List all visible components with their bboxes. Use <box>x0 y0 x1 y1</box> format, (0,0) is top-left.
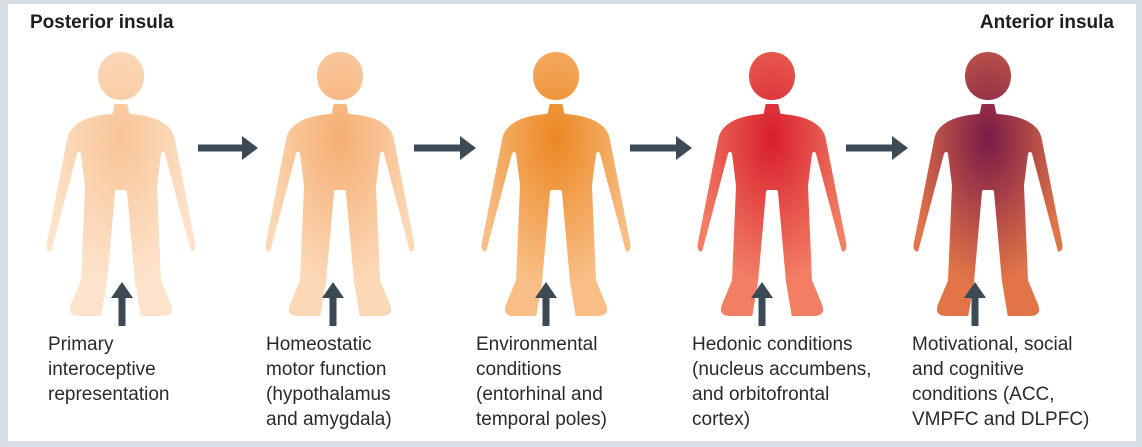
up-arrow-head <box>751 282 773 298</box>
diagram-frame: Posterior insula Anterior insula Primary… <box>8 4 1136 441</box>
right-arrow-head <box>242 136 258 160</box>
right-arrow-head <box>892 136 908 160</box>
up-arrow-head <box>111 282 133 298</box>
right-arrow-head <box>676 136 692 160</box>
up-arrow-head <box>964 282 986 298</box>
arrows-layer <box>8 4 1136 441</box>
up-arrow-head <box>322 282 344 298</box>
up-arrow-head <box>535 282 557 298</box>
right-arrow-head <box>460 136 476 160</box>
